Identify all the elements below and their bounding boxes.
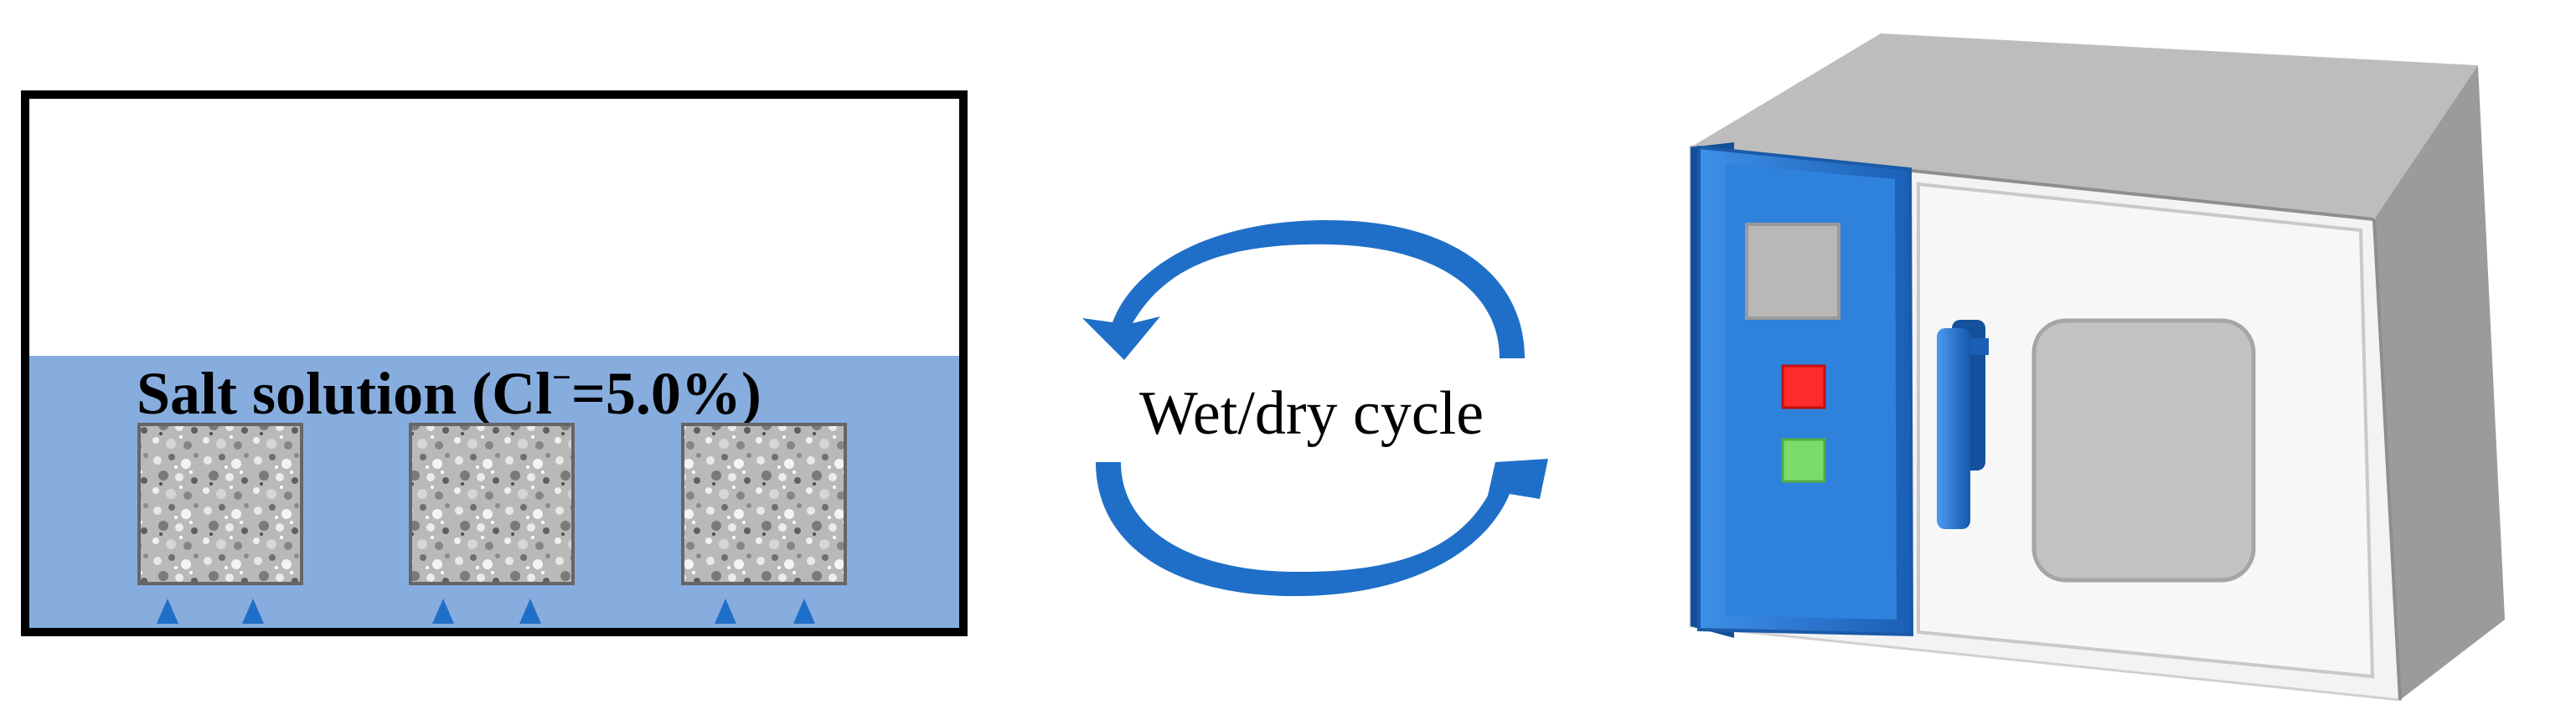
- cycle-arrow-bottom: [1096, 459, 1548, 596]
- red-indicator: [1781, 364, 1826, 409]
- salt-solution-label: Salt solution (Cl−=5.0%): [137, 358, 761, 427]
- green-indicator: [1781, 438, 1826, 483]
- oven-side: [2374, 65, 2505, 700]
- specimen-support: [715, 599, 736, 624]
- tank-outline: [21, 90, 968, 636]
- specimen-support: [793, 599, 815, 624]
- cycle-arrow-top: [1082, 220, 1525, 360]
- cycle-arrows: Wet/dry cycle: [1082, 220, 1548, 596]
- specimen-support: [157, 599, 178, 624]
- specimen-support: [519, 599, 541, 624]
- concrete-specimen: [137, 423, 303, 624]
- drying-oven: [1689, 33, 2505, 702]
- specimen-support: [242, 599, 264, 624]
- oven-side-edge: [2372, 219, 2402, 701]
- concrete-specimen: [681, 423, 847, 624]
- door-handle: [1937, 320, 1989, 529]
- control-display: [1745, 223, 1840, 320]
- wet-dry-cycle-label: Wet/dry cycle: [1139, 379, 1484, 448]
- concrete-specimen: [409, 423, 575, 624]
- oven-top: [1691, 33, 2478, 219]
- specimen-support: [432, 599, 454, 624]
- salt-solution-tank: Salt solution (Cl−=5.0%): [21, 90, 968, 636]
- oven-window: [2031, 318, 2256, 583]
